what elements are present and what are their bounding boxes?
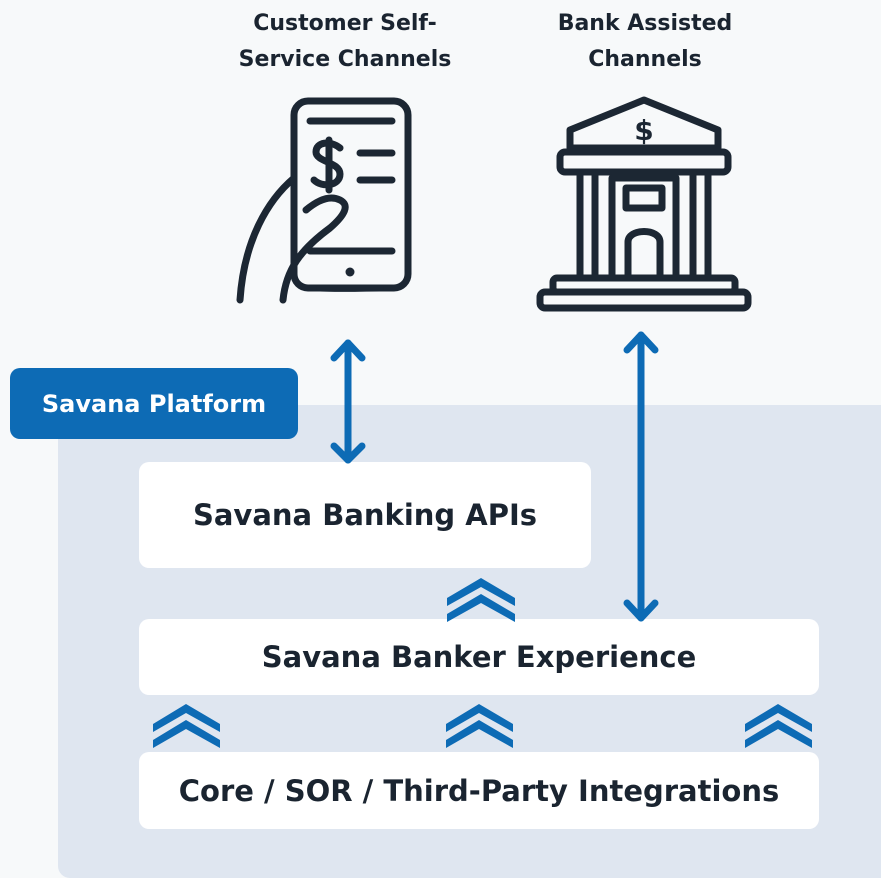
savana-banking-apis-box: Savana Banking APIs bbox=[139, 462, 591, 568]
svg-text:$: $ bbox=[634, 114, 653, 147]
savana-banker-experience-box: Savana Banker Experience bbox=[139, 619, 819, 695]
bank-assisted-channels-title: Bank Assisted Channels bbox=[557, 11, 733, 72]
savana-platform-label: Savana Platform bbox=[10, 368, 298, 439]
core-integrations-box: Core / SOR / Third-Party Integrations bbox=[139, 752, 819, 829]
self-service-channels-title: Customer Self- Service Channels bbox=[238, 11, 452, 72]
